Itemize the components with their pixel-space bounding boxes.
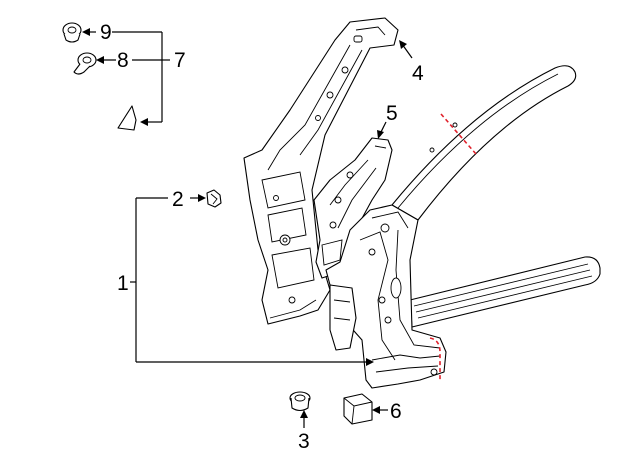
hinge-pillar-part-1 bbox=[325, 204, 447, 389]
pillar-reinforcement-part-5 bbox=[313, 137, 393, 279]
cut-line-upper bbox=[440, 113, 477, 155]
windshield-pillar bbox=[391, 65, 577, 221]
clip-part-2 bbox=[206, 189, 222, 208]
callout-7: 7 bbox=[174, 49, 186, 72]
cut-line-lower bbox=[429, 337, 441, 380]
cut-lines bbox=[429, 113, 477, 380]
callout-4: 4 bbox=[412, 62, 424, 85]
plug-part-3 bbox=[289, 391, 311, 412]
callout-5: 5 bbox=[386, 102, 398, 125]
callout-6: 6 bbox=[390, 400, 402, 423]
trim-piece-part-7 bbox=[117, 105, 137, 131]
callout-9: 9 bbox=[100, 21, 112, 44]
callout-3: 3 bbox=[298, 430, 310, 453]
callout-2: 2 bbox=[172, 188, 184, 211]
callout-8: 8 bbox=[117, 49, 129, 72]
rocker-panel bbox=[409, 256, 601, 328]
center-pillar-inner-part-4 bbox=[243, 17, 399, 325]
screw-part-8 bbox=[73, 52, 97, 75]
pad-part-6 bbox=[343, 393, 373, 425]
callout-1: 1 bbox=[117, 272, 129, 295]
leader-lines bbox=[82, 28, 413, 428]
bolt-part-9 bbox=[62, 22, 82, 43]
